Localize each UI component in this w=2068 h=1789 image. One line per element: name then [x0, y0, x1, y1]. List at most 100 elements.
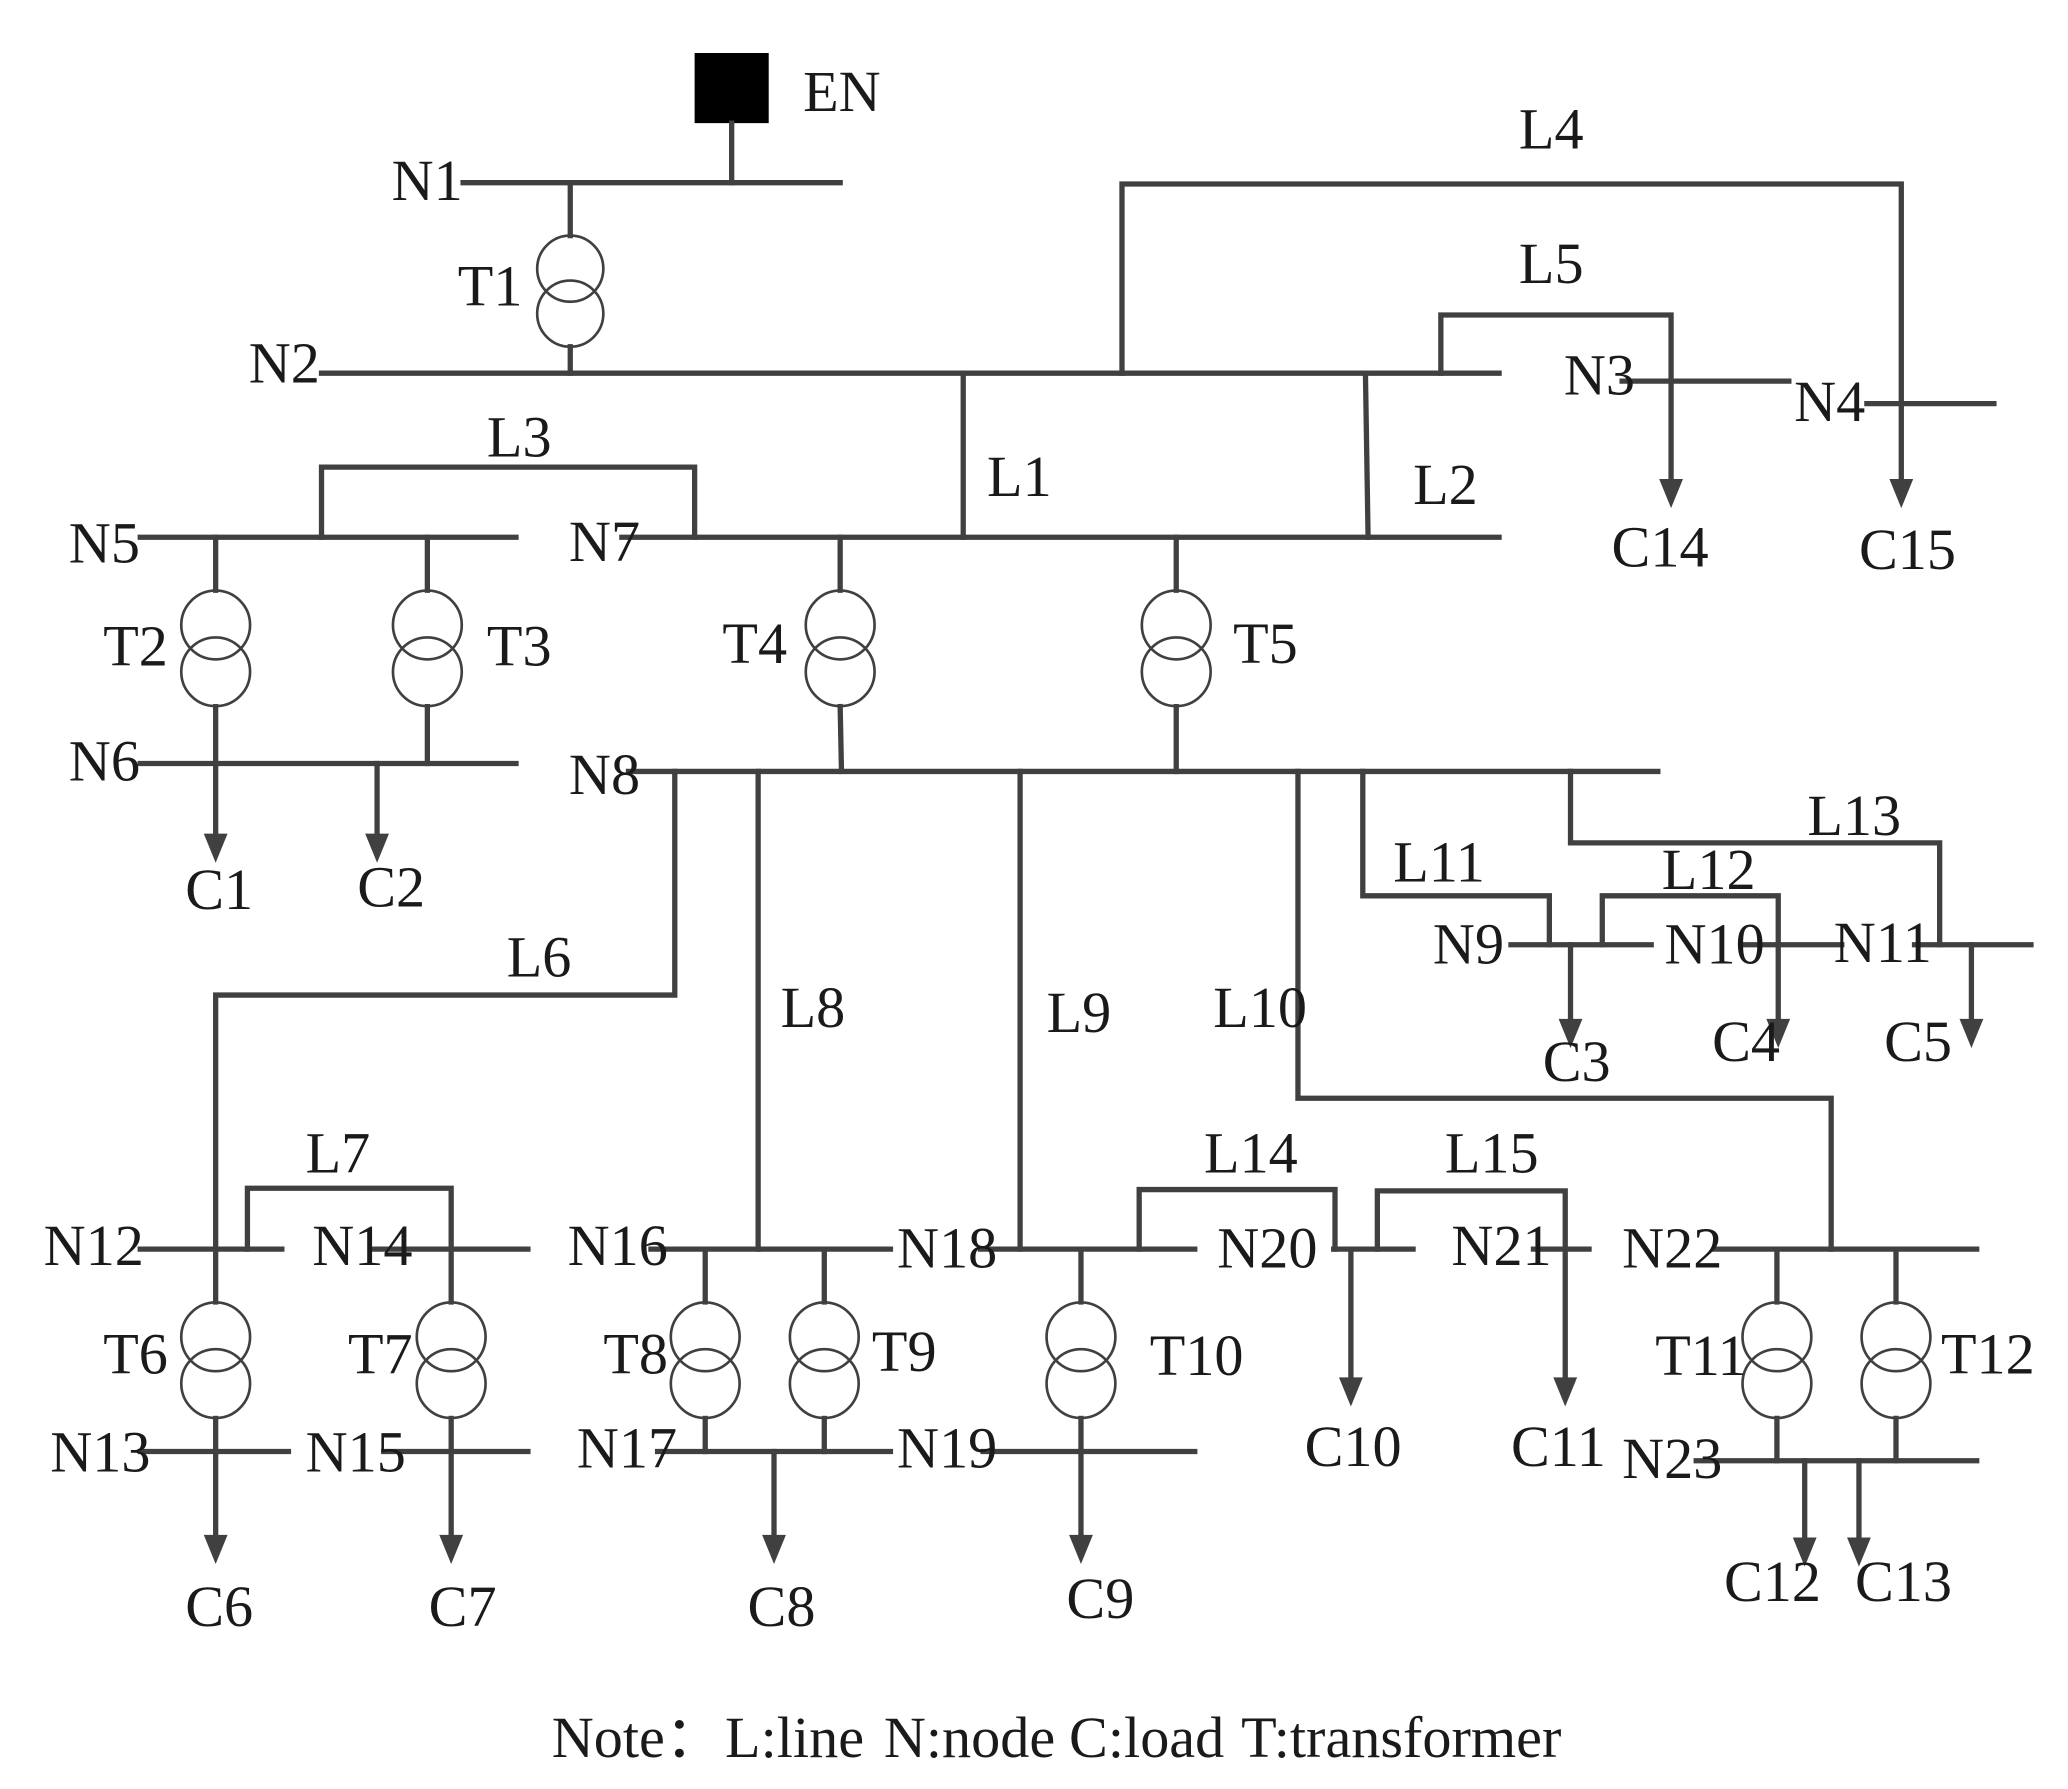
- node-label-n1: N1: [392, 148, 463, 213]
- note-item: T:transformer: [1241, 1705, 1561, 1770]
- load-label-c10: C10: [1305, 1414, 1402, 1479]
- load-label-c3: C3: [1543, 1029, 1611, 1094]
- load-c2-arrow: [365, 833, 389, 863]
- wire-segment: [837, 703, 845, 775]
- transformer-label-t9: T9: [872, 1319, 937, 1384]
- transformer-label-t7: T7: [348, 1321, 413, 1386]
- transformer-label-t6: T6: [103, 1321, 168, 1386]
- source-block: [694, 53, 769, 124]
- line-label-l5: L5: [1519, 231, 1584, 296]
- load-c3-arrow: [1558, 1018, 1583, 1048]
- load-label-c11: C11: [1511, 1414, 1606, 1479]
- node-label-n17: N17: [577, 1415, 677, 1480]
- node-label-n9: N9: [1433, 911, 1504, 976]
- load-c6-arrow: [203, 1534, 228, 1564]
- wire-segment: [1360, 768, 1552, 948]
- transformer-t5-symbol: [1140, 589, 1212, 708]
- network-wiring: [137, 53, 2034, 1542]
- node-label-n13: N13: [50, 1419, 150, 1484]
- load-c7-arrow: [439, 1534, 464, 1564]
- load-c4-arrow: [1766, 1018, 1791, 1048]
- node-label-n23: N23: [1622, 1426, 1722, 1491]
- transformer-t3-symbol: [391, 589, 464, 708]
- wire-segment: [1362, 370, 1371, 540]
- transformer-label-t11: T11: [1655, 1323, 1747, 1388]
- load-c11-arrow: [1553, 1377, 1578, 1407]
- line-label-l12: L12: [1662, 837, 1756, 902]
- load-c9-arrow: [1069, 1534, 1093, 1564]
- load-label-c5: C5: [1884, 1009, 1952, 1074]
- node-label-n19: N19: [897, 1415, 997, 1480]
- load-label-c4: C4: [1712, 1009, 1780, 1074]
- transformer-t11-symbol: [1741, 1301, 1813, 1420]
- transformer-t6-symbol: [179, 1301, 252, 1420]
- wire-segment: [1136, 1186, 1338, 1252]
- line-label-l3: L3: [487, 405, 552, 470]
- line-label-l13: L13: [1807, 783, 1901, 848]
- line-label-l4: L4: [1519, 96, 1584, 161]
- load-c14-arrow: [1659, 479, 1683, 509]
- line-label-l1: L1: [987, 444, 1052, 509]
- wire-segment: [1119, 181, 1904, 480]
- transformer-label-t1: T1: [458, 254, 523, 319]
- transformer-t12-symbol: [1860, 1301, 1932, 1420]
- node-label-n5: N5: [69, 510, 140, 575]
- wire-segment: [213, 768, 678, 1252]
- load-c12-arrow: [1792, 1537, 1817, 1567]
- load-label-c2: C2: [357, 854, 425, 919]
- line-label-l10: L10: [1213, 975, 1307, 1040]
- note-item: C:load: [1069, 1705, 1224, 1770]
- load-c8-arrow: [762, 1534, 786, 1564]
- line-label-l11: L11: [1393, 829, 1485, 894]
- transformer-t1-symbol: [535, 234, 605, 349]
- load-c1-arrow: [203, 833, 228, 863]
- node-label-n3: N3: [1564, 342, 1635, 407]
- line-label-l15: L15: [1445, 1120, 1539, 1185]
- transformer-label-t8: T8: [603, 1321, 668, 1386]
- transformer-t4-symbol: [804, 589, 876, 708]
- wire-segment: [1295, 768, 1834, 1252]
- wire-segment: [318, 464, 698, 540]
- node-label-n12: N12: [44, 1213, 144, 1278]
- load-label-c1: C1: [185, 857, 253, 922]
- transformer-label-t3: T3: [487, 614, 552, 679]
- transformer-t7-symbol: [415, 1301, 487, 1420]
- node-label-n7: N7: [569, 509, 640, 574]
- load-label-c14: C14: [1612, 514, 1709, 579]
- source-label-en: EN: [803, 59, 881, 124]
- load-label-c15: C15: [1859, 517, 1956, 582]
- transformer-t2-symbol: [179, 589, 252, 708]
- transformer-label-t4: T4: [722, 611, 787, 676]
- line-label-l2: L2: [1413, 452, 1478, 517]
- load-label-c12: C12: [1724, 1549, 1821, 1614]
- transformer-symbols: [179, 234, 1932, 1420]
- line-label-l9: L9: [1047, 980, 1112, 1045]
- note-prefix: Note：: [552, 1705, 723, 1770]
- note-item: N:node: [884, 1705, 1055, 1770]
- line-label-l7: L7: [306, 1120, 371, 1185]
- line-label-l6: L6: [507, 925, 572, 990]
- load-c10-arrow: [1338, 1377, 1363, 1407]
- node-label-n14: N14: [312, 1213, 412, 1278]
- line-label-l14: L14: [1204, 1120, 1298, 1185]
- transformer-label-t2: T2: [103, 614, 168, 679]
- load-c13-arrow: [1847, 1537, 1871, 1567]
- line-label-l8: L8: [781, 975, 846, 1040]
- node-label-n2: N2: [249, 330, 320, 395]
- load-label-c6: C6: [185, 1574, 253, 1639]
- node-label-n8: N8: [569, 742, 640, 807]
- wire-segment: [1567, 768, 1943, 948]
- node-label-n10: N10: [1664, 911, 1764, 976]
- load-label-c7: C7: [429, 1574, 497, 1639]
- node-label-n22: N22: [1622, 1216, 1722, 1281]
- node-label-n15: N15: [306, 1419, 406, 1484]
- transformer-t8-symbol: [669, 1301, 741, 1420]
- wire-segment: [1374, 1188, 1568, 1382]
- node-label-n21: N21: [1451, 1213, 1551, 1278]
- load-label-c13: C13: [1855, 1549, 1952, 1614]
- load-arrows: [203, 479, 1984, 1567]
- node-label-n20: N20: [1217, 1216, 1317, 1281]
